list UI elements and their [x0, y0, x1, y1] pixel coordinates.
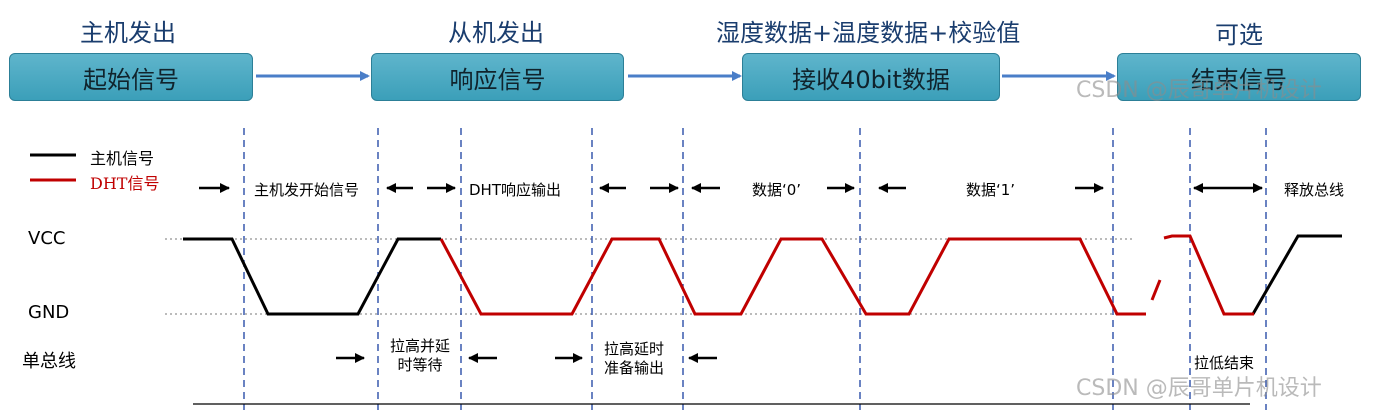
phase-data-0: 数据‘0’ [752, 181, 802, 199]
dht-break-segment [1150, 279, 1162, 301]
host-signal-trace [183, 237, 441, 316]
note-pull-high-prepare-line1: 拉高延时 [603, 340, 664, 358]
note-pull-high-wait-line2: 时等待 [397, 356, 443, 374]
note-pull-high-prepare: 拉高延时 准备输出 [598, 340, 670, 378]
watermark-bottom: CSDN @辰哥单片机设计 [1076, 376, 1322, 401]
box-start-signal: 起始信号 [9, 53, 253, 101]
watermark-top: CSDN @辰哥单片机设计 [1076, 78, 1322, 103]
legend-host-label: 主机信号 [90, 149, 155, 168]
box-end-signal: 结束信号 [1117, 53, 1361, 101]
phase-dividers [243, 128, 1267, 410]
note-pull-high-wait: 拉高并延 时等待 [384, 337, 456, 375]
host-release-trace [1251, 234, 1342, 315]
dht-end-trace [1163, 234, 1254, 316]
note-pull-high-wait-line1: 拉高并延 [389, 337, 450, 355]
box-receive-data: 接收40bit数据 [742, 53, 1000, 101]
box-response-signal: 响应信号 [371, 53, 624, 101]
phase-release-bus: 释放总线 [1284, 181, 1345, 199]
level-vcc: VCC [28, 228, 66, 249]
legend-dht-label: DHT信号 [90, 174, 160, 193]
header-slave-send: 从机发出 [448, 19, 544, 47]
note-pull-low-end: 拉低结束 [1194, 354, 1255, 372]
header-data-send: 湿度数据+温度数据+校验值 [716, 19, 1021, 47]
header-optional: 可选 [1215, 21, 1263, 49]
phase-host-start: 主机发开始信号 [254, 181, 360, 199]
note-pull-high-prepare-line2: 准备输出 [603, 359, 664, 377]
phase-data-1: 数据‘1’ [966, 181, 1016, 199]
level-single-bus: 单总线 [22, 351, 76, 372]
phase-dht-response: DHT响应输出 [469, 181, 561, 199]
dht-signal-trace [439, 237, 1146, 316]
level-gnd: GND [28, 302, 70, 323]
header-host-send: 主机发出 [80, 19, 176, 47]
